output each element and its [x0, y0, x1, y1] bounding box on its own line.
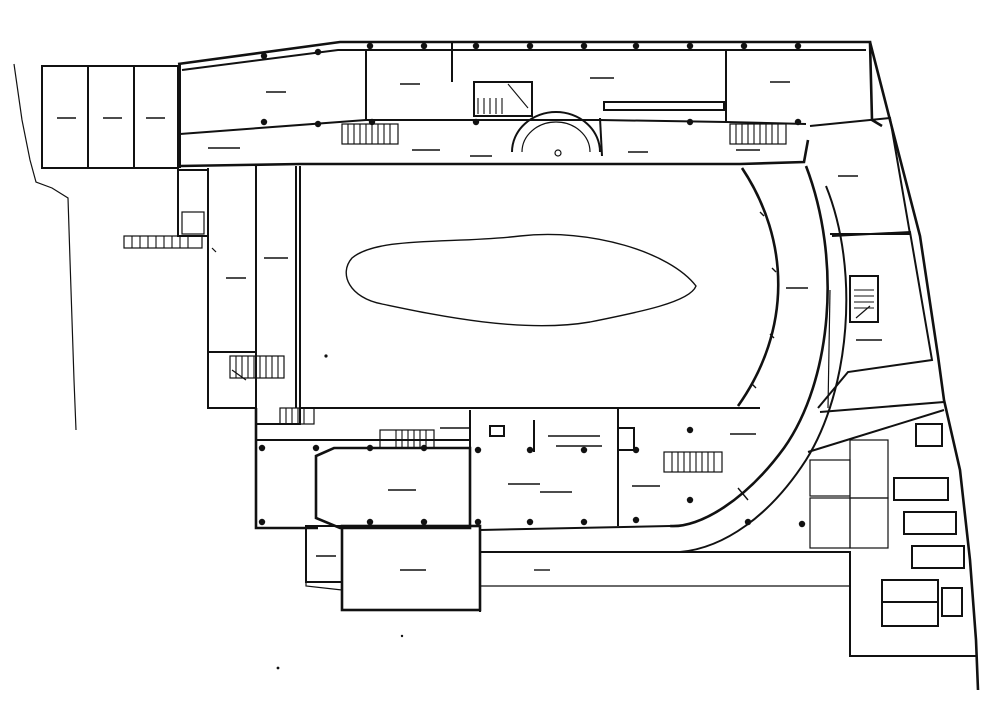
survey-dot: [324, 354, 328, 358]
south-wing: [254, 408, 756, 612]
parking-block: [41, 65, 179, 169]
survey-dot: [400, 634, 404, 638]
east-ramp: [669, 165, 848, 553]
stair-north-left: [341, 123, 399, 145]
stair-west-lower: [207, 351, 285, 409]
stair-south-right: [663, 451, 723, 473]
north-wing: [177, 40, 883, 168]
pond-outline: [345, 233, 697, 327]
semicircle-entry: [511, 111, 603, 157]
central-hall: [299, 166, 780, 409]
stair-west-entry: [123, 235, 203, 249]
site-boundary-left: [13, 63, 77, 431]
stair-south-left: [279, 407, 315, 425]
south-boundary: [305, 582, 850, 591]
stair-north-center: [473, 81, 533, 117]
survey-dot: [276, 666, 280, 670]
southeast-plaza: [676, 423, 976, 657]
arena-north-edge: [179, 139, 810, 168]
stair-south-center: [379, 429, 435, 449]
east-wing: [807, 41, 980, 691]
stair-north-right: [729, 123, 787, 145]
